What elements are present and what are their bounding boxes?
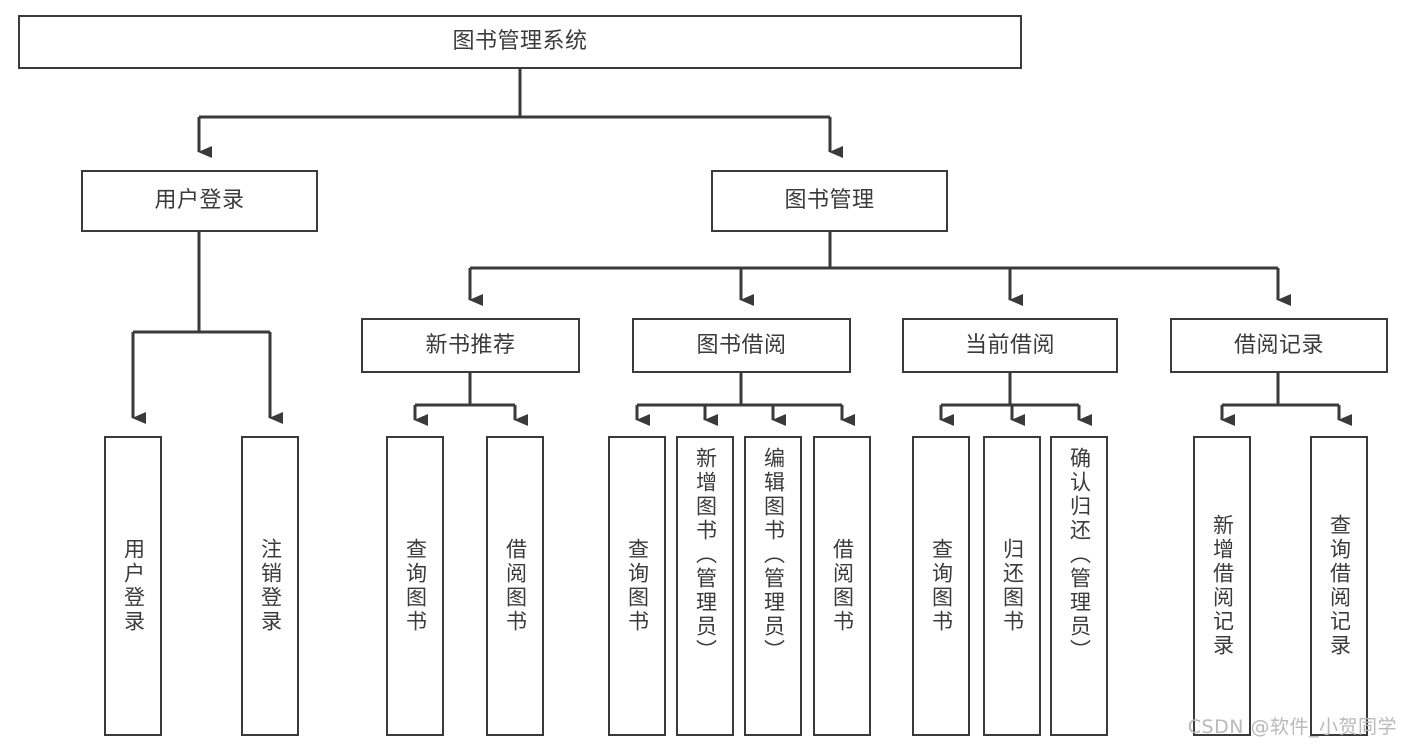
node-leaf-query-book-3-label: 查询图书 <box>929 538 954 634</box>
node-leaf-query-record[interactable]: 查询借阅记录 <box>1310 436 1368 736</box>
node-leaf-borrow-book-1-label: 借阅图书 <box>503 538 528 634</box>
node-leaf-confirm-return[interactable]: 确认归还（管理员） <box>1050 436 1108 736</box>
node-leaf-return-book-label: 归还图书 <box>1000 538 1025 634</box>
node-borrow-record-label: 借阅记录 <box>1233 332 1324 358</box>
node-leaf-borrow-book-2[interactable]: 借阅图书 <box>813 436 871 736</box>
node-leaf-user-login-label: 用户登录 <box>121 538 146 634</box>
node-leaf-edit-book-label: 编辑图书（管理员） <box>761 447 786 663</box>
node-book-manage-label: 图书管理 <box>784 188 875 214</box>
node-leaf-add-record-label: 新增借阅记录 <box>1210 514 1235 658</box>
node-leaf-query-book-3[interactable]: 查询图书 <box>912 436 970 736</box>
node-book-borrow[interactable]: 图书借阅 <box>632 318 851 373</box>
node-leaf-edit-book[interactable]: 编辑图书（管理员） <box>744 436 802 736</box>
node-current-borrow[interactable]: 当前借阅 <box>902 318 1118 373</box>
node-user-login[interactable]: 用户登录 <box>81 170 318 232</box>
node-leaf-user-login[interactable]: 用户登录 <box>104 436 162 736</box>
node-new-book-rec[interactable]: 新书推荐 <box>361 318 580 373</box>
node-leaf-return-book[interactable]: 归还图书 <box>983 436 1041 736</box>
node-leaf-borrow-book-1[interactable]: 借阅图书 <box>486 436 544 736</box>
node-leaf-add-book[interactable]: 新增图书（管理员） <box>676 436 734 736</box>
node-leaf-logout[interactable]: 注销登录 <box>241 436 299 736</box>
node-root[interactable]: 图书管理系统 <box>18 15 1022 69</box>
node-leaf-add-book-label: 新增图书（管理员） <box>693 447 718 663</box>
node-user-login-label: 用户登录 <box>154 188 245 214</box>
node-leaf-query-record-label: 查询借阅记录 <box>1327 514 1352 658</box>
node-leaf-query-book-2[interactable]: 查询图书 <box>608 436 666 736</box>
node-leaf-add-record[interactable]: 新增借阅记录 <box>1193 436 1251 736</box>
node-book-manage[interactable]: 图书管理 <box>711 170 948 232</box>
node-root-label: 图书管理系统 <box>452 29 588 55</box>
node-borrow-record[interactable]: 借阅记录 <box>1170 318 1388 373</box>
node-leaf-confirm-return-label: 确认归还（管理员） <box>1067 447 1092 663</box>
node-leaf-query-book-2-label: 查询图书 <box>625 538 650 634</box>
node-leaf-logout-label: 注销登录 <box>258 538 283 634</box>
node-new-book-rec-label: 新书推荐 <box>425 332 516 358</box>
node-leaf-query-book-1-label: 查询图书 <box>403 538 428 634</box>
node-leaf-borrow-book-2-label: 借阅图书 <box>830 538 855 634</box>
node-book-borrow-label: 图书借阅 <box>696 332 787 358</box>
node-current-borrow-label: 当前借阅 <box>964 332 1055 358</box>
node-leaf-query-book-1[interactable]: 查询图书 <box>386 436 444 736</box>
